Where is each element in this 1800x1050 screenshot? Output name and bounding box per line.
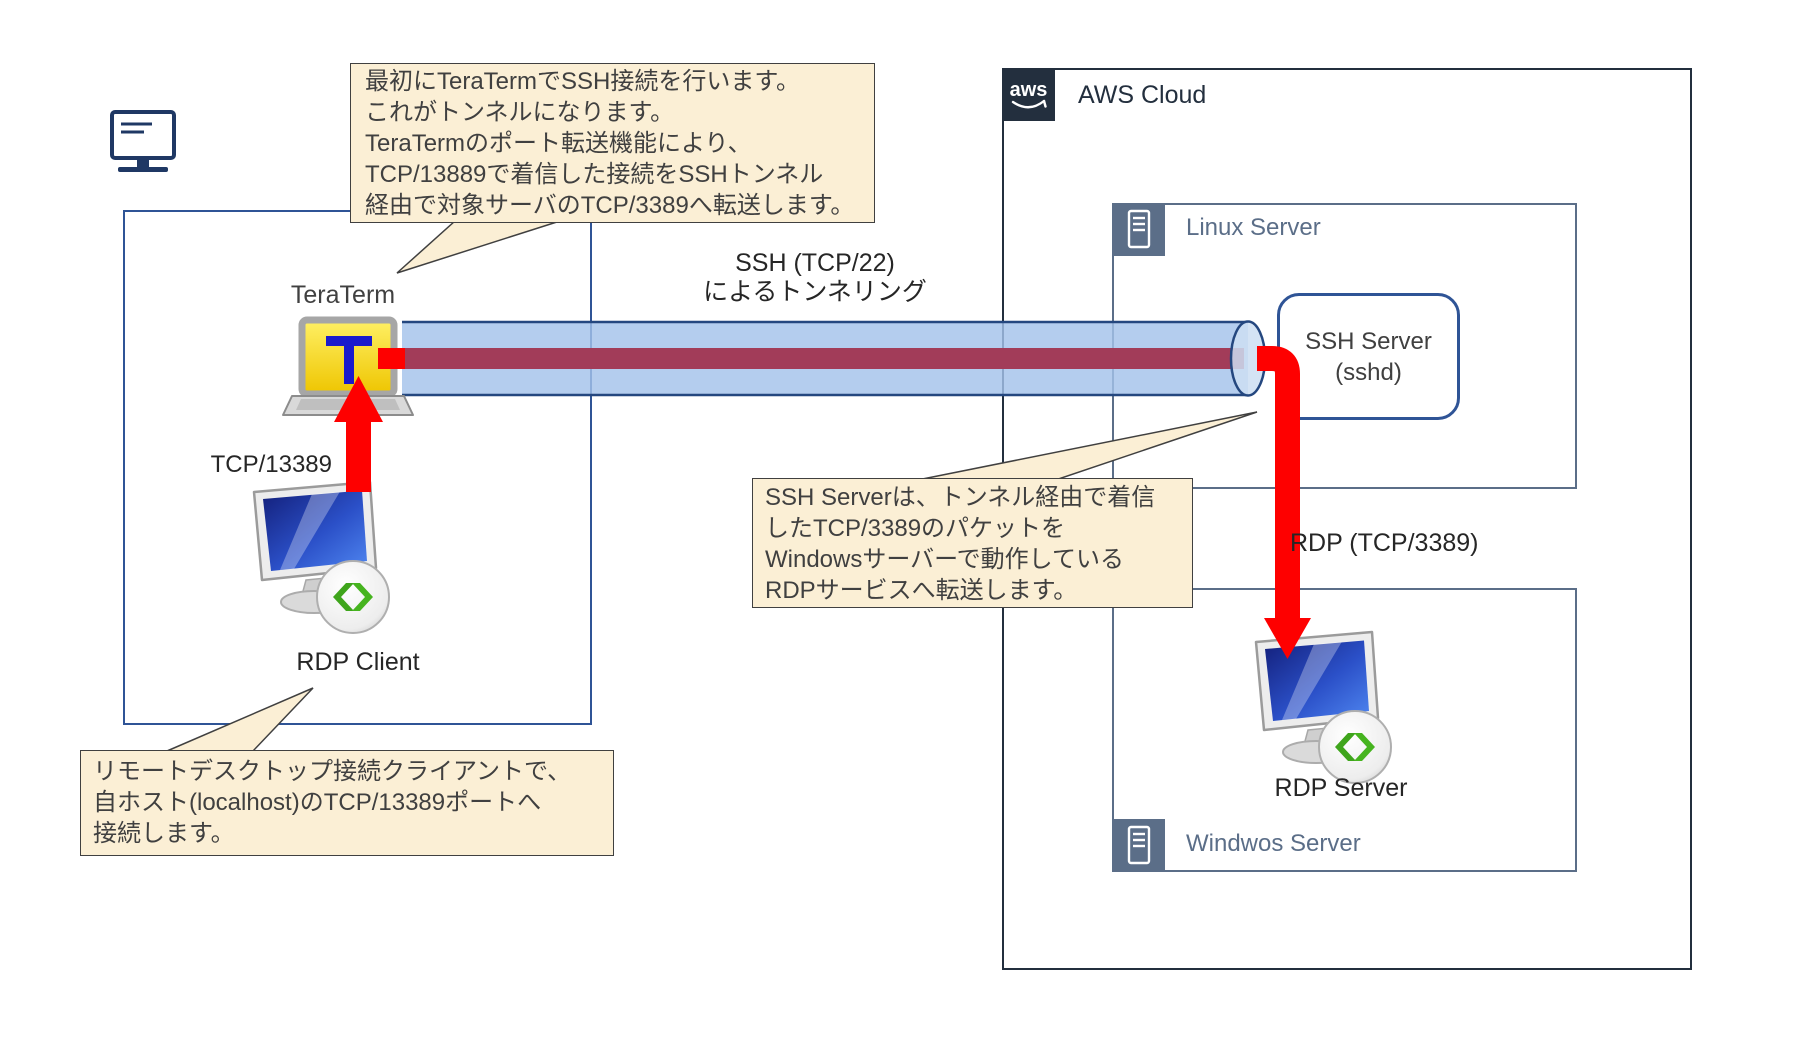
note-line: RDPサービスへ転送します。 [765, 577, 1078, 604]
windows-server-box [1112, 588, 1577, 872]
rdp-server-label: RDP Server [1274, 774, 1408, 802]
rdp-client-label: RDP Client [296, 648, 420, 676]
client-monitor-icon [110, 110, 176, 172]
aws-logo: aws [1002, 68, 1055, 121]
aws-cloud-label: AWS Cloud [1078, 81, 1207, 109]
note-line: SSH Serverは、トンネル経由で着信 [765, 484, 1156, 511]
note-line: TeraTermのポート転送機能により、 [365, 130, 752, 157]
ssh-server-note-callout: SSH Serverは、トンネル経由で着信 したTCP/3389のパケットを W… [752, 478, 1193, 608]
ssh-server-label-line2: (sshd) [1335, 358, 1402, 386]
ssh-server-box: SSH Server (sshd) [1277, 293, 1460, 420]
rdp-tcp3389-label: RDP (TCP/3389) [1290, 529, 1479, 557]
note-line: 自ホスト(localhost)のTCP/13389ポートへ [93, 789, 542, 816]
tcp13389-label: TCP/13389 [210, 451, 332, 478]
windows-server-label: Windwos Server [1186, 830, 1361, 857]
aws-smile-icon [1011, 99, 1047, 108]
note-line: これがトンネルになります。 [365, 99, 675, 126]
linux-server-icon [1112, 203, 1165, 256]
note-line: 経由で対象サーバのTCP/3389へ転送します。 [365, 192, 855, 219]
note-line: TCP/13889で着信した接続をSSHトンネル [365, 161, 824, 188]
ssh-tunnel-label-line1: SSH (TCP/22) [735, 249, 895, 277]
teraterm-note-callout: 最初にTeraTermでSSH接続を行います。 これがトンネルになります。 Te… [350, 63, 875, 223]
windows-server-icon [1112, 819, 1165, 872]
note-line: したTCP/3389のパケットを [765, 515, 1066, 542]
note-line: リモートデスクトップ接続クライアントで、 [93, 758, 572, 785]
ssh-server-label-line1: SSH Server [1305, 327, 1432, 355]
teraterm-label: TeraTerm [290, 281, 396, 309]
ssh-tunnel-label-line2: によるトンネリング [703, 278, 927, 306]
rdp-client-note-callout: リモートデスクトップ接続クライアントで、 自ホスト(localhost)のTCP… [80, 750, 614, 856]
aws-logo-text: aws [1009, 78, 1048, 101]
note-line: 接続します。 [93, 820, 235, 847]
linux-server-label: Linux Server [1186, 214, 1321, 241]
note-line: 最初にTeraTermでSSH接続を行います。 [365, 68, 800, 95]
note-line: Windowsサーバーで動作している [765, 546, 1124, 573]
ssh-tunnel-label: SSH (TCP/22) によるトンネリング [690, 249, 940, 307]
